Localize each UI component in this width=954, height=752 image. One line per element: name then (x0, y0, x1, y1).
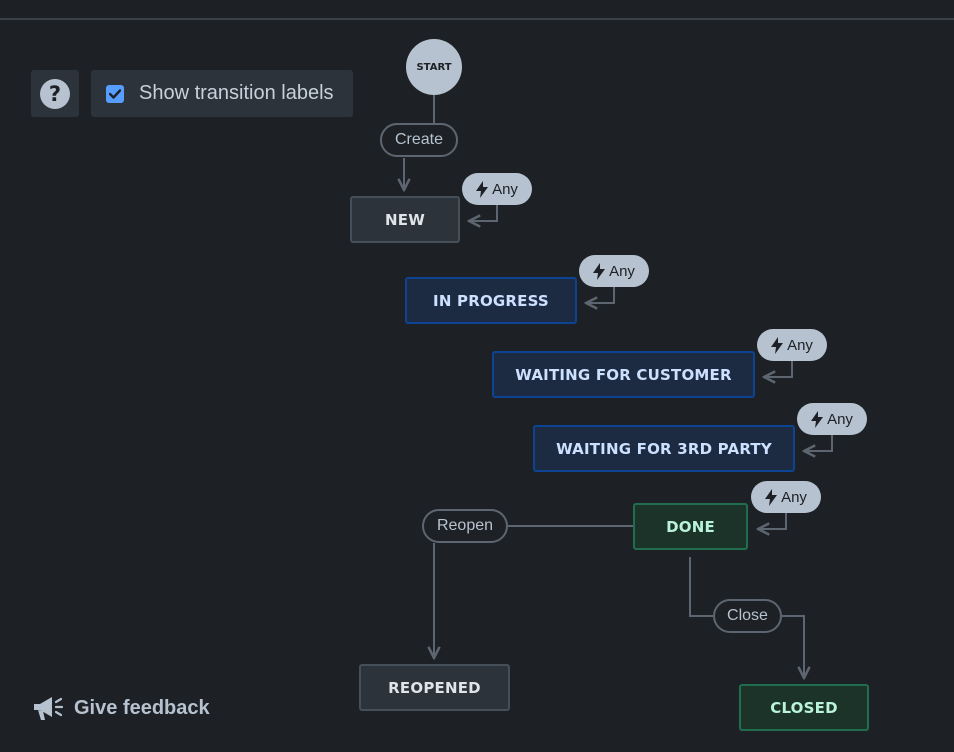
status-in-progress[interactable]: IN PROGRESS (405, 277, 577, 324)
transition-label-close[interactable]: Close (713, 599, 782, 633)
start-node[interactable]: START (406, 39, 462, 95)
any-transition-done[interactable]: Any (751, 481, 821, 513)
lightning-icon (476, 180, 489, 198)
line-any-done (758, 513, 787, 529)
any-transition-in-progress[interactable]: Any (579, 255, 649, 287)
status-closed[interactable]: CLOSED (739, 684, 869, 731)
transition-label-reopen[interactable]: Reopen (422, 509, 508, 543)
line-any-waiting-3rd-party (804, 435, 833, 451)
top-border (0, 18, 954, 20)
any-transition-label: Any (609, 262, 635, 280)
megaphone-icon (34, 697, 64, 720)
line-any-in-progress (586, 287, 615, 303)
line-any-waiting-customer (764, 361, 793, 377)
any-transition-label: Any (787, 336, 813, 354)
line-done-close (689, 557, 713, 617)
lightning-icon (771, 336, 784, 354)
any-transition-new[interactable]: Any (462, 173, 532, 205)
status-waiting-for-customer[interactable]: WAITING FOR CUSTOMER (492, 351, 755, 398)
status-done[interactable]: DONE (633, 503, 748, 550)
transition-label-create[interactable]: Create (380, 123, 458, 157)
give-feedback-button[interactable]: Give feedback (32, 690, 210, 726)
line-close-closed (782, 615, 804, 678)
lightning-icon (593, 262, 606, 280)
give-feedback-label: Give feedback (74, 696, 210, 719)
lightning-icon (765, 488, 778, 506)
question-circle-icon: ? (40, 78, 70, 109)
show-transition-labels-toggle[interactable]: Show transition labels (91, 70, 353, 117)
help-button[interactable]: ? (31, 70, 79, 117)
any-transition-waiting-customer[interactable]: Any (757, 329, 827, 361)
checkbox-checked-icon[interactable] (106, 84, 124, 103)
status-reopened[interactable]: REOPENED (359, 664, 510, 711)
status-new[interactable]: NEW (350, 196, 460, 243)
any-transition-waiting-3rd-party[interactable]: Any (797, 403, 867, 435)
line-any-new (469, 205, 498, 221)
any-transition-label: Any (781, 488, 807, 506)
any-transition-label: Any (492, 180, 518, 198)
show-transition-labels-label: Show transition labels (139, 82, 334, 104)
any-transition-label: Any (827, 410, 853, 428)
status-waiting-for-3rd-party[interactable]: WAITING FOR 3RD PARTY (533, 425, 795, 472)
lightning-icon (811, 410, 824, 428)
